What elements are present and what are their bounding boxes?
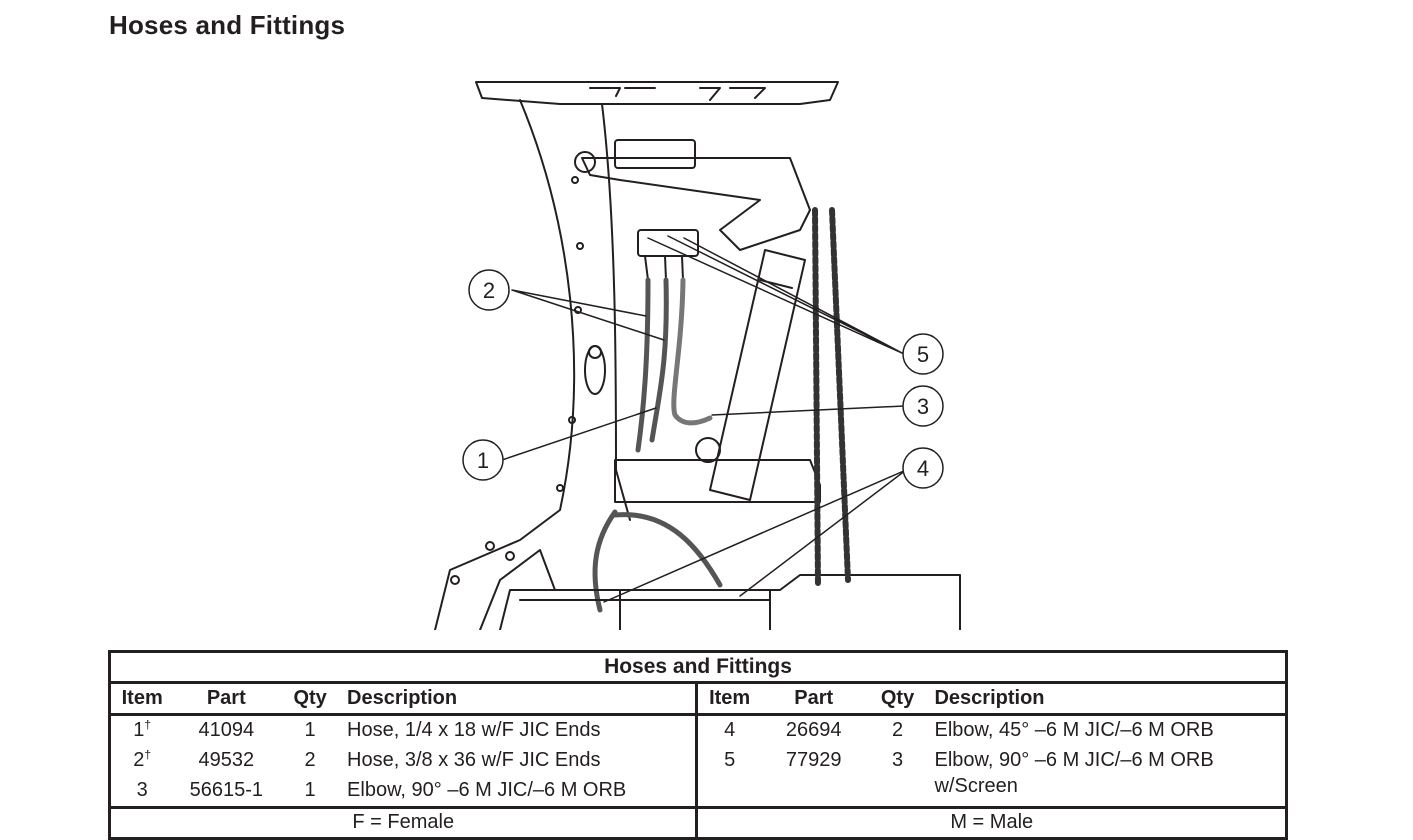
- callout-3: 3: [917, 394, 929, 419]
- table-title: Hoses and Fittings: [109, 651, 1287, 684]
- callout-2: 2: [483, 278, 495, 303]
- table-row: 3 56615-1 1 Elbow, 90° –6 M JIC/–6 M ORB: [110, 776, 1287, 808]
- callout-1: 1: [477, 448, 489, 473]
- header-part: Part: [173, 682, 280, 716]
- parts-table: Hoses and Fittings Item Part Qty Descrip…: [108, 650, 1288, 840]
- item-number: 4: [724, 719, 736, 741]
- diagram-svg: 2 1 3 4 5: [434, 81, 961, 630]
- quantity: 1: [304, 719, 316, 741]
- left-frame-outer: [434, 99, 576, 630]
- quantity: 2: [304, 749, 316, 771]
- description: Elbow, 90° –6 M JIC/–6 M ORB w/Screen: [928, 746, 1286, 808]
- description-line2: w/Screen: [934, 775, 1018, 797]
- part-number: 26694: [785, 719, 842, 741]
- description: Elbow, 90° –6 M JIC/–6 M ORB: [341, 776, 699, 808]
- cylinder: [709, 249, 806, 501]
- part-number: 41094: [198, 719, 255, 741]
- page-title: Hoses and Fittings: [109, 10, 346, 40]
- callout-5: 5: [917, 342, 929, 367]
- header-part: Part: [760, 682, 867, 716]
- legend-row: F = Female M = Male: [109, 806, 1287, 839]
- header-item: Item: [109, 682, 174, 716]
- header-description: Description: [341, 682, 699, 716]
- cross-beam: [614, 459, 821, 503]
- quantity: 3: [891, 749, 904, 771]
- header-qty: Qty: [279, 682, 342, 716]
- item-number: 2: [133, 749, 145, 771]
- item-number: 1: [133, 719, 145, 741]
- item-number: 3: [136, 779, 148, 801]
- table-row: 2† 49532 2 Hose, 3/8 x 36 w/F JIC Ends 5…: [110, 746, 1287, 797]
- table-header-row: Item Part Qty Description Item Part Qty …: [109, 682, 1287, 716]
- part-number: 77929: [785, 749, 842, 771]
- legend-male: M = Male: [696, 806, 1287, 839]
- quantity: 1: [304, 779, 316, 801]
- table-row: 1† 41094 1 Hose, 1/4 x 18 w/F JIC Ends 4…: [110, 714, 1287, 746]
- left-frame-inner: [601, 103, 631, 521]
- upper-arm: [581, 157, 811, 251]
- top-plate: [475, 81, 839, 105]
- quantity: 2: [891, 719, 904, 741]
- header-description: Description: [928, 682, 1287, 716]
- description: Hose, 1/4 x 18 w/F JIC Ends: [341, 714, 699, 746]
- hydraulic-hose-diagram: 2 1 3 4 5: [420, 70, 980, 630]
- dagger-mark: †: [144, 717, 152, 732]
- header-qty: Qty: [866, 682, 929, 716]
- part-number: 49532: [198, 749, 255, 771]
- legend-female: F = Female: [109, 806, 699, 839]
- item-number: 5: [724, 749, 736, 771]
- description-line1: Elbow, 90° –6 M JIC/–6 M ORB: [934, 749, 1214, 771]
- callout-4: 4: [917, 456, 929, 481]
- part-number: 56615-1: [189, 779, 263, 801]
- header-item: Item: [696, 682, 761, 716]
- dagger-mark: †: [144, 747, 152, 762]
- description: Hose, 3/8 x 36 w/F JIC Ends: [341, 746, 699, 776]
- description: Elbow, 45° –6 M JIC/–6 M ORB: [934, 719, 1214, 741]
